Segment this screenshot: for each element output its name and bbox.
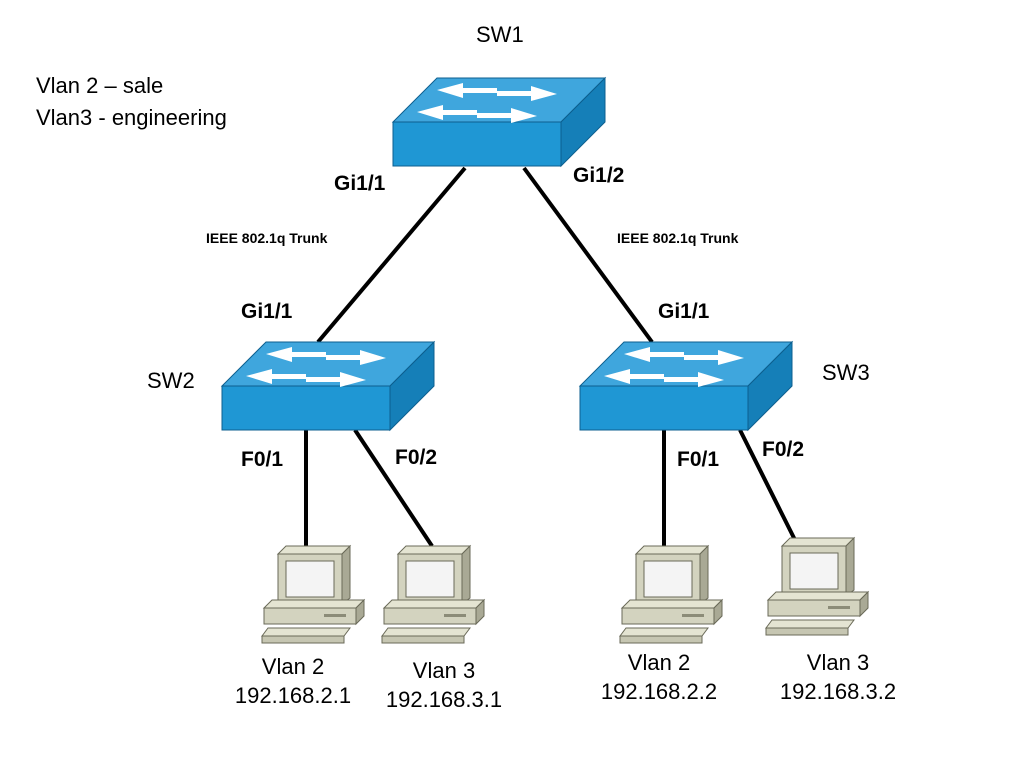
link-sw1-sw2	[316, 166, 467, 344]
switch-sw1-label: SW1	[476, 22, 524, 47]
host-4-label: Vlan 3 192.168.3.2	[770, 648, 906, 706]
legend-line-engineering: Vlan3 - engineering	[36, 105, 227, 130]
switch-sw1-icon	[392, 77, 606, 167]
host-2-vlan: Vlan 3	[412, 658, 476, 683]
switch-sw3-label: SW3	[822, 360, 870, 385]
link-sw1-sw3	[522, 166, 654, 344]
trunk-label-left: IEEE 802.1q Trunk	[206, 230, 328, 246]
legend-line-sale: Vlan 2 – sale	[36, 73, 164, 98]
switch-sw2-label: SW2	[147, 368, 195, 393]
host-2-ip: 192.168.3.1	[385, 687, 503, 712]
port-sw2-gi1-1: Gi1/1	[241, 300, 293, 323]
port-sw2-f0-2: F0/2	[395, 446, 438, 469]
switch-sw3-icon	[579, 341, 793, 431]
port-sw3-gi1-1: Gi1/1	[658, 300, 710, 323]
link-sw3-pc4	[738, 429, 797, 541]
host-2-label: Vlan 3 192.168.3.1	[376, 656, 512, 714]
vlan-legend: Vlan 2 – sale Vlan3 - engineering	[36, 70, 227, 134]
host-1-ip: 192.168.2.1	[234, 683, 352, 708]
pc-host-4-icon	[765, 537, 869, 636]
pc-host-1-icon	[261, 545, 365, 644]
link-sw2-pc2	[353, 428, 434, 548]
host-4-ip: 192.168.3.2	[779, 679, 897, 704]
host-1-label: Vlan 2 192.168.2.1	[226, 652, 360, 710]
port-sw3-f0-1: F0/1	[677, 448, 720, 471]
trunk-label-right: IEEE 802.1q Trunk	[617, 230, 739, 246]
switch-sw2-icon	[221, 341, 435, 431]
pc-host-2-icon	[381, 545, 485, 644]
port-sw1-gi1-1: Gi1/1	[334, 172, 386, 195]
host-4-vlan: Vlan 3	[806, 650, 870, 675]
port-sw1-gi1-2: Gi1/2	[573, 164, 625, 187]
host-3-label: Vlan 2 192.168.2.2	[591, 648, 727, 706]
port-sw2-f0-1: F0/1	[241, 448, 284, 471]
port-sw3-f0-2: F0/2	[762, 438, 805, 461]
host-3-vlan: Vlan 2	[627, 650, 691, 675]
pc-host-3-icon	[619, 545, 723, 644]
host-1-vlan: Vlan 2	[261, 654, 325, 679]
host-3-ip: 192.168.2.2	[600, 679, 718, 704]
